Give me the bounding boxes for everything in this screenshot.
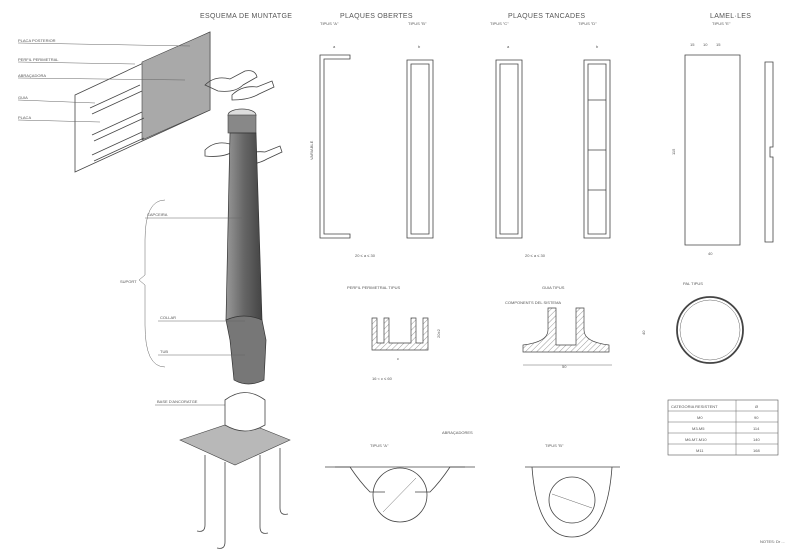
clamp-type-b-label: TIPUS "B" — [545, 443, 564, 448]
post-circle — [676, 296, 744, 364]
type-d-label: TIPUS "D" — [578, 21, 597, 26]
label-tube: TUB — [160, 349, 168, 354]
dim-c: c — [397, 356, 399, 361]
dim-a: a — [333, 44, 336, 49]
label-cap: CAPCEIRA — [147, 212, 168, 217]
clamp-b-cup — [531, 466, 613, 538]
clamp-type-a-label: TIPUS "A" — [370, 443, 389, 448]
post-title: PAL TIPUS — [683, 281, 703, 286]
closed-plates-title: PLAQUES TANCADES — [508, 13, 585, 20]
dim-15a: 15 — [690, 42, 695, 47]
dim-variable: VARIABLE — [309, 140, 314, 160]
dim-40: 40 — [641, 330, 646, 335]
slats-section: LAMEL·LES TIPUS "E" 15 10 15 115 40 — [671, 13, 774, 256]
table-header-category: CATEGORIA RESISTENT — [671, 404, 718, 409]
dim-h: 20±2 — [436, 328, 441, 338]
clamps-section: ABRAÇADORES TIPUS "A" TIPUS "B" — [325, 430, 620, 538]
guide-subtitle: COMPONENTS DEL SISTEMA — [505, 300, 561, 305]
table-cell: 168 — [753, 448, 760, 453]
plate-type-a — [319, 54, 351, 239]
table-cell: M0 — [697, 415, 703, 420]
anchor-base — [179, 392, 291, 549]
perimeter-profile-section: PERFIL PERIMETRAL TIPUS c 20±2 16 < c ≤ … — [347, 285, 441, 381]
label-base: BASE D'ANCORATGE — [157, 399, 198, 404]
slat-side — [764, 61, 774, 243]
guide-shape — [522, 307, 610, 353]
label-plate: PLACA — [18, 115, 31, 120]
clamps-title: ABRAÇADORES — [442, 430, 473, 435]
label-collar: COLLAR — [160, 315, 176, 320]
assembly-diagram: ESQUEMA DE MUNTATGE PLACA POSTERIOR PERF… — [17, 13, 292, 549]
type-c-label: TIPUS "C" — [490, 21, 509, 26]
assembly-title: ESQUEMA DE MUNTATGE — [200, 13, 292, 20]
notes: NOTES: Dr ... — [760, 539, 785, 544]
table-cell: 90 — [754, 415, 759, 420]
plate-type-c — [495, 59, 523, 239]
clamp-a-ring — [372, 467, 428, 523]
slats-title: LAMEL·LES — [710, 13, 751, 20]
label-back-plate: PLACA POSTERIOR — [18, 38, 56, 43]
dim-15b: 15 — [716, 42, 721, 47]
resistance-table: CATEGORIA RESISTENT Ø M0 90 M3-M5 114 M6… — [667, 399, 779, 456]
table-cell: 140 — [753, 437, 760, 442]
clamp-a-arms — [335, 466, 465, 493]
dim-b: b — [418, 44, 421, 49]
guide-section: GUIA TIPUS COMPONENTS DEL SISTEMA 40 50 — [505, 285, 646, 369]
dim-height: 115 — [671, 148, 676, 155]
dim-50: 50 — [562, 364, 567, 369]
open-plates-section: PLAQUES OBERTES TIPUS "A" TIPUS "B" a b … — [309, 13, 434, 258]
type-a-label: TIPUS "A" — [320, 21, 339, 26]
label-perimeter-profile: PERFIL PERIMETRAL — [18, 57, 59, 62]
dim-b-closed: b — [596, 44, 599, 49]
dim-10: 10 — [703, 42, 708, 47]
dim-width: 40 — [708, 251, 713, 256]
type-b-label: TIPUS "B" — [408, 21, 427, 26]
slat-front — [684, 54, 741, 246]
label-support: SUPORT — [120, 279, 137, 284]
dim-a-closed: a — [507, 44, 510, 49]
perimeter-title: PERFIL PERIMETRAL TIPUS — [347, 285, 401, 290]
leader-lines — [17, 42, 191, 123]
column-collar — [225, 315, 267, 385]
clamp-b-ring — [548, 476, 596, 524]
label-clamp: ABRAÇADORA — [18, 73, 46, 78]
guide-rails — [89, 84, 145, 162]
table-header-diameter: Ø — [755, 404, 758, 409]
post-section: PAL TIPUS — [676, 281, 744, 364]
label-guide: GUIA — [18, 95, 28, 100]
column-body — [225, 132, 263, 321]
table-cell: M11 — [696, 448, 704, 453]
closed-plates-section: PLAQUES TANCADES TIPUS "C" TIPUS "D" a b… — [490, 13, 611, 258]
guide-title: GUIA TIPUS — [542, 285, 565, 290]
plate-type-b — [406, 59, 434, 239]
closed-range: 20 ≤ a ≤ 30 — [525, 253, 546, 258]
front-plate — [141, 31, 211, 141]
type-e-label: TIPUS "E" — [712, 21, 731, 26]
table-cell: 114 — [753, 426, 760, 431]
table-cell: M3-M5 — [692, 426, 705, 431]
table-cell: M6-M7-M10 — [685, 437, 707, 442]
open-range: 20 ≤ a ≤ 30 — [355, 253, 376, 258]
perimeter-range: 16 < c ≤ 60 — [372, 376, 393, 381]
plate-type-d — [583, 59, 611, 239]
perimeter-profile-shape — [371, 317, 429, 351]
open-plates-title: PLAQUES OBERTES — [340, 13, 413, 20]
